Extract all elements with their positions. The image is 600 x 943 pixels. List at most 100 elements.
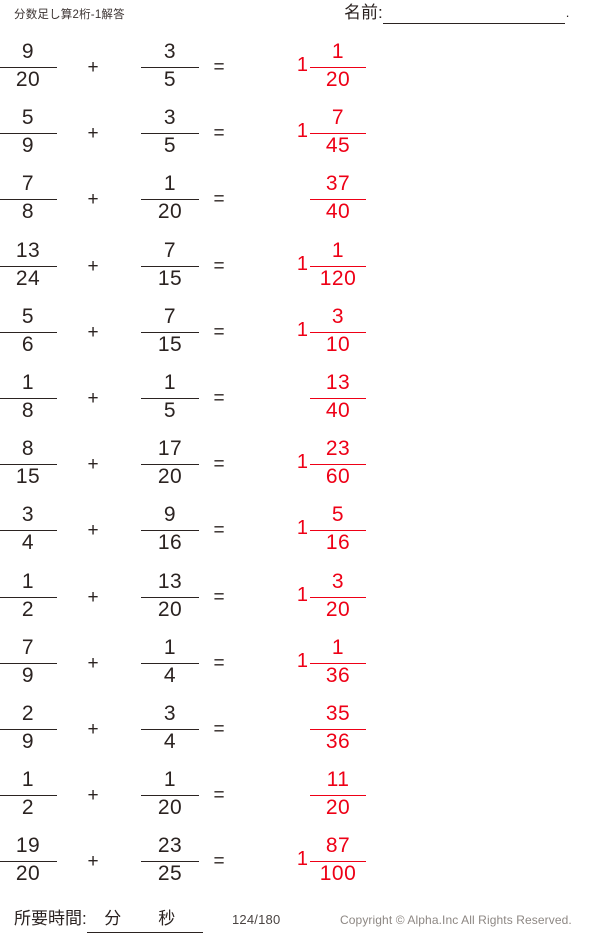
fraction-bar: [310, 861, 366, 863]
fraction-numerator: 7: [163, 238, 177, 262]
plus-operator: +: [87, 718, 99, 740]
copyright-notice: Copyright © Alpha.Inc All Rights Reserve…: [340, 913, 572, 927]
answer-whole-number: 1: [296, 451, 308, 474]
fraction-numerator: 1: [163, 635, 177, 659]
name-trailing-period: .: [565, 5, 570, 20]
fraction-denominator: 20: [325, 796, 351, 820]
fraction-bar: [310, 728, 366, 730]
fraction-denominator: 40: [325, 200, 351, 224]
fraction-denominator: 9: [21, 729, 35, 753]
elapsed-time-label: 所要時間:: [14, 909, 87, 928]
fraction-numerator: 87: [325, 834, 351, 858]
fraction-denominator: 20: [157, 200, 183, 224]
elapsed-time-blank[interactable]: 分 秒: [86, 907, 203, 933]
fraction-numerator: 9: [163, 503, 177, 527]
fraction-bar: [141, 662, 199, 664]
fraction-bar: [310, 133, 366, 135]
page-counter: 124/180: [232, 912, 281, 927]
fraction-bar: [310, 530, 366, 532]
fraction-denominator: 25: [157, 862, 183, 886]
fraction-numerator: 13: [325, 370, 351, 394]
fraction-denominator: 36: [325, 663, 351, 687]
worksheet-footer: 所要時間:分 秒 124/180 Copyright © Alpha.Inc A…: [0, 905, 600, 935]
fraction-numerator: 7: [331, 106, 345, 130]
answer-whole-number: 1: [296, 252, 308, 275]
fraction-denominator: 20: [157, 597, 183, 621]
worksheet-header: 分数足し算2桁-1解答 名前: .: [0, 0, 600, 36]
fraction-denominator: 5: [163, 134, 177, 158]
fraction-numerator: 1: [21, 569, 35, 593]
name-label: 名前:: [344, 3, 383, 22]
equals-operator: =: [213, 189, 225, 211]
fraction-bar: [141, 67, 199, 68]
fraction-denominator: 4: [21, 531, 35, 555]
fraction-bar: [0, 728, 57, 730]
fraction-bar: [0, 331, 57, 333]
plus-operator: +: [87, 123, 99, 145]
fraction-numerator: 3: [163, 701, 177, 725]
fraction-denominator: 100: [319, 862, 357, 886]
name-input-blank[interactable]: [382, 3, 565, 24]
fraction-bar: [141, 265, 199, 267]
plus-operator: +: [87, 520, 99, 542]
answer-whole-number: 1: [296, 517, 308, 540]
fraction-denominator: 10: [325, 332, 351, 356]
equals-operator: =: [213, 123, 225, 145]
fraction-bar: [0, 530, 57, 532]
plus-operator: +: [87, 851, 99, 873]
equals-operator: =: [213, 652, 225, 674]
fraction-denominator: 15: [157, 332, 183, 356]
answer-whole-number: 1: [296, 583, 308, 606]
fraction-numerator: 17: [157, 437, 183, 461]
fraction-denominator: 60: [325, 465, 351, 489]
fraction-bar: [310, 795, 366, 797]
fraction-bar: [141, 464, 199, 466]
fraction-bar: [0, 662, 57, 664]
plus-operator: +: [87, 255, 99, 277]
fraction-numerator: 1: [163, 768, 177, 792]
fraction-denominator: 16: [157, 531, 183, 555]
fraction-bar: [310, 199, 366, 201]
fraction-numerator: 7: [21, 635, 35, 659]
fraction-numerator: 5: [331, 503, 345, 527]
fraction-bar: [310, 464, 366, 466]
fraction-numerator: 1: [21, 768, 35, 792]
fraction-denominator: 120: [319, 266, 357, 290]
fraction-numerator: 3: [331, 304, 345, 328]
fraction-bar: [310, 331, 366, 333]
fraction-denominator: 20: [325, 597, 351, 621]
fraction-numerator: 3: [163, 40, 177, 63]
fraction-bar: [141, 530, 199, 532]
equals-operator: =: [213, 57, 225, 78]
